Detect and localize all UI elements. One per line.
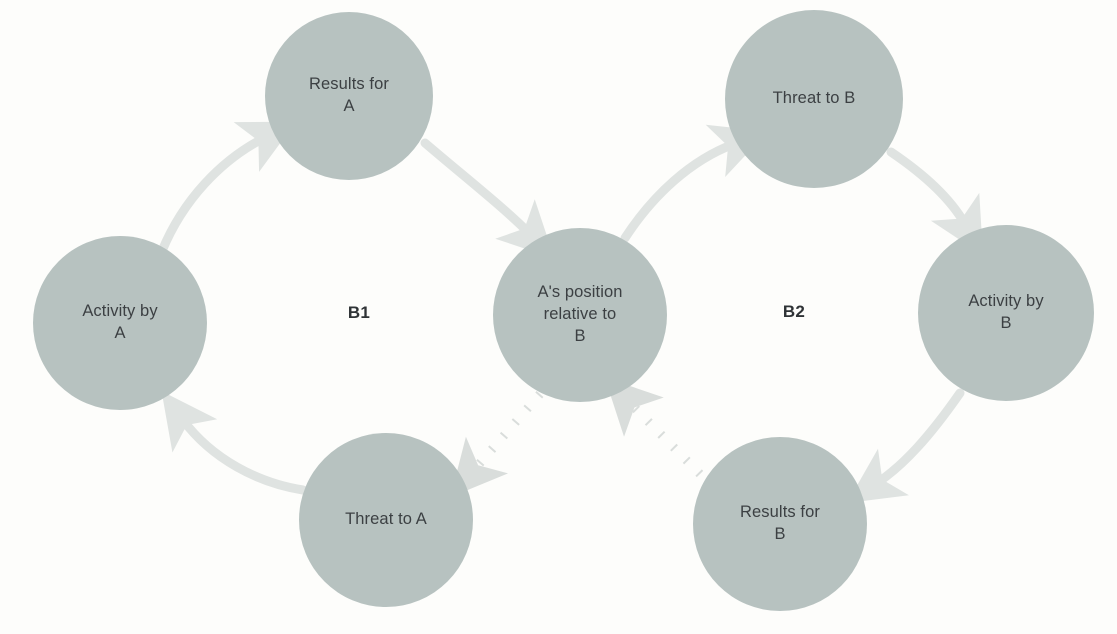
node-label: Threat to A [345,510,427,529]
node-label: Results for B [740,503,820,543]
node-threat-to-b[interactable]: Threat to B [725,10,903,188]
edge-threat-a-to-activity-a [161,391,308,495]
node-label: Results for A [309,75,389,115]
node-results-for-a[interactable]: Results for A [265,12,433,180]
node-label: A's position relative to B [537,283,623,345]
node-threat-to-a[interactable]: Threat to A [299,433,473,607]
edge-results-a-to-position [420,138,555,259]
edge-results-b-to-position [604,377,704,478]
node-label: Activity by A [82,302,158,342]
node-label: Activity by B [968,292,1044,332]
loop-label-b1: B1 [347,303,371,322]
node-results-for-b[interactable]: Results for B [693,437,867,611]
node-label: Threat to B [772,89,856,108]
edge-activity-a-to-results-a [157,121,297,256]
node-activity-by-a[interactable]: Activity by A [33,236,207,410]
edge-activity-b-to-results-b [847,388,965,503]
edge-position-to-threat-a [450,391,544,498]
edge-position-to-threat-b [620,124,768,243]
edge-threat-b-to-activity-b [886,147,984,256]
node-as-position-relative-to-b[interactable]: A's position relative to B [493,228,667,402]
loop-label-b2: B2 [782,302,806,321]
node-activity-by-b[interactable]: Activity by B [918,225,1094,401]
